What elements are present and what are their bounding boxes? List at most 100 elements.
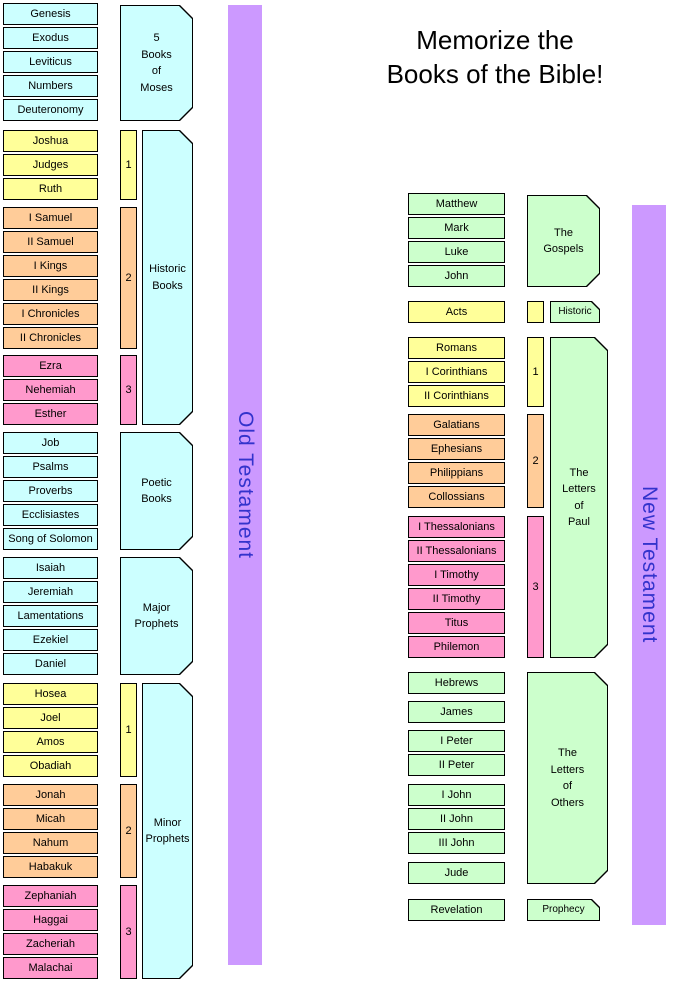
book-ezekiel: Ezekiel bbox=[3, 629, 98, 651]
book-john: John bbox=[408, 265, 505, 287]
book-daniel: Daniel bbox=[3, 653, 98, 675]
book-i-corinthians: I Corinthians bbox=[408, 361, 505, 383]
book-job: Job bbox=[3, 432, 98, 454]
book-joel: Joel bbox=[3, 707, 98, 729]
book-philippians: Philippians bbox=[408, 462, 505, 484]
book-lamentations: Lamentations bbox=[3, 605, 98, 627]
book-acts: Acts bbox=[408, 301, 505, 323]
book-amos: Amos bbox=[3, 731, 98, 753]
group-prophecy: Prophecy bbox=[527, 899, 600, 921]
book-deuteronomy: Deuteronomy bbox=[3, 99, 98, 121]
book-matthew: Matthew bbox=[408, 193, 505, 215]
book-isaiah: Isaiah bbox=[3, 557, 98, 579]
book-ecclisiastes: Ecclisiastes bbox=[3, 504, 98, 526]
book-i-chronicles: I Chronicles bbox=[3, 303, 98, 325]
book-nehemiah: Nehemiah bbox=[3, 379, 98, 401]
group-letters-of-others: The Letters of Others bbox=[527, 672, 608, 884]
book-i-peter: I Peter bbox=[408, 730, 505, 752]
book-malachai: Malachai bbox=[3, 957, 98, 979]
historic-group-1-number: 1 bbox=[120, 130, 137, 200]
new-testament-bar-label: New Testament bbox=[638, 486, 661, 644]
book-ii-timothy: II Timothy bbox=[408, 588, 505, 610]
group-gospels-label: The Gospels bbox=[543, 226, 584, 256]
book-numbers: Numbers bbox=[3, 75, 98, 97]
book-psalms: Psalms bbox=[3, 456, 98, 478]
book-i-samuel: I Samuel bbox=[3, 207, 98, 229]
group-minor-prophets-label: Minor Prophets bbox=[145, 816, 190, 846]
group-major-prophets-label: Major Prophets bbox=[134, 601, 179, 631]
book-exodus: Exodus bbox=[3, 27, 98, 49]
book-titus: Titus bbox=[408, 612, 505, 634]
historic-group-3-number: 3 bbox=[120, 355, 137, 425]
minor-group-1-number: 1 bbox=[120, 683, 137, 777]
group-poetic-books-label: Poetic Books bbox=[141, 476, 172, 506]
book-proverbs: Proverbs bbox=[3, 480, 98, 502]
book-hebrews: Hebrews bbox=[408, 672, 505, 694]
book-judges: Judges bbox=[3, 154, 98, 176]
group-historic-books: Historic Books bbox=[142, 130, 193, 425]
book-ii-john: II John bbox=[408, 808, 505, 830]
paul-group-2-number: 2 bbox=[527, 414, 544, 508]
book-ruth: Ruth bbox=[3, 178, 98, 200]
group-letters-of-paul: The Letters of Paul bbox=[550, 337, 608, 658]
historic-group-2-number: 2 bbox=[120, 207, 137, 349]
book-iii-john: III John bbox=[408, 832, 505, 854]
group-prophecy-label: Prophecy bbox=[542, 904, 585, 915]
book-genesis: Genesis bbox=[3, 3, 98, 25]
book-jude: Jude bbox=[408, 862, 505, 884]
book-ezra: Ezra bbox=[3, 355, 98, 377]
group-letters-of-others-label: The Letters of Others bbox=[550, 747, 585, 809]
book-leviticus: Leviticus bbox=[3, 51, 98, 73]
book-hosea: Hosea bbox=[3, 683, 98, 705]
book-esther: Esther bbox=[3, 403, 98, 425]
new-testament-bar: New Testament bbox=[632, 205, 666, 925]
minor-group-2-number: 2 bbox=[120, 784, 137, 878]
book-jeremiah: Jeremiah bbox=[3, 581, 98, 603]
group-letters-of-paul-label: The Letters of Paul bbox=[562, 466, 596, 529]
book-ii-peter: II Peter bbox=[408, 754, 505, 776]
book-mark: Mark bbox=[408, 217, 505, 239]
book-ii-thessalonians: II Thessalonians bbox=[408, 540, 505, 562]
book-ephesians: Ephesians bbox=[408, 438, 505, 460]
acts-group-marker bbox=[527, 301, 544, 323]
page-title: Memorize the Books of the Bible! bbox=[386, 25, 604, 89]
book-zephaniah: Zephaniah bbox=[3, 885, 98, 907]
book-collossians: Collossians bbox=[408, 486, 505, 508]
group-historic-nt-label: Historic bbox=[558, 306, 592, 317]
book-micah: Micah bbox=[3, 808, 98, 830]
book-i-thessalonians: I Thessalonians bbox=[408, 516, 505, 538]
book-ii-chronicles: II Chronicles bbox=[3, 327, 98, 349]
group-books-of-moses-label: 5 Books of Moses bbox=[140, 32, 173, 94]
book-i-john: I John bbox=[408, 784, 505, 806]
group-historic-books-label: Historic Books bbox=[149, 263, 186, 292]
book-revelation: Revelation bbox=[408, 899, 505, 921]
book-philemon: Philemon bbox=[408, 636, 505, 658]
group-gospels: The Gospels bbox=[527, 195, 600, 287]
book-ii-kings: II Kings bbox=[3, 279, 98, 301]
group-books-of-moses: 5 Books of Moses bbox=[120, 5, 193, 121]
old-testament-bar-label: Old Testament bbox=[234, 410, 257, 559]
book-jonah: Jonah bbox=[3, 784, 98, 806]
book-i-timothy: I Timothy bbox=[408, 564, 505, 586]
book-ii-samuel: II Samuel bbox=[3, 231, 98, 253]
paul-group-1-number: 1 bbox=[527, 337, 544, 407]
minor-group-3-number: 3 bbox=[120, 885, 137, 979]
old-testament-bar: Old Testament bbox=[228, 5, 262, 965]
book-galatians: Galatians bbox=[408, 414, 505, 436]
book-james: James bbox=[408, 701, 505, 723]
book-nahum: Nahum bbox=[3, 832, 98, 854]
paul-group-3-number: 3 bbox=[527, 516, 544, 658]
book-joshua: Joshua bbox=[3, 130, 98, 152]
book-habakuk: Habakuk bbox=[3, 856, 98, 878]
group-historic-nt: Historic bbox=[550, 301, 600, 323]
book-song-of-solomon: Song of Solomon bbox=[3, 528, 98, 550]
group-major-prophets: Major Prophets bbox=[120, 557, 193, 675]
group-poetic-books: Poetic Books bbox=[120, 432, 193, 550]
group-minor-prophets: Minor Prophets bbox=[142, 683, 193, 979]
book-haggai: Haggai bbox=[3, 909, 98, 931]
book-ii-corinthians: II Corinthians bbox=[408, 385, 505, 407]
book-obadiah: Obadiah bbox=[3, 755, 98, 777]
book-luke: Luke bbox=[408, 241, 505, 263]
book-romans: Romans bbox=[408, 337, 505, 359]
